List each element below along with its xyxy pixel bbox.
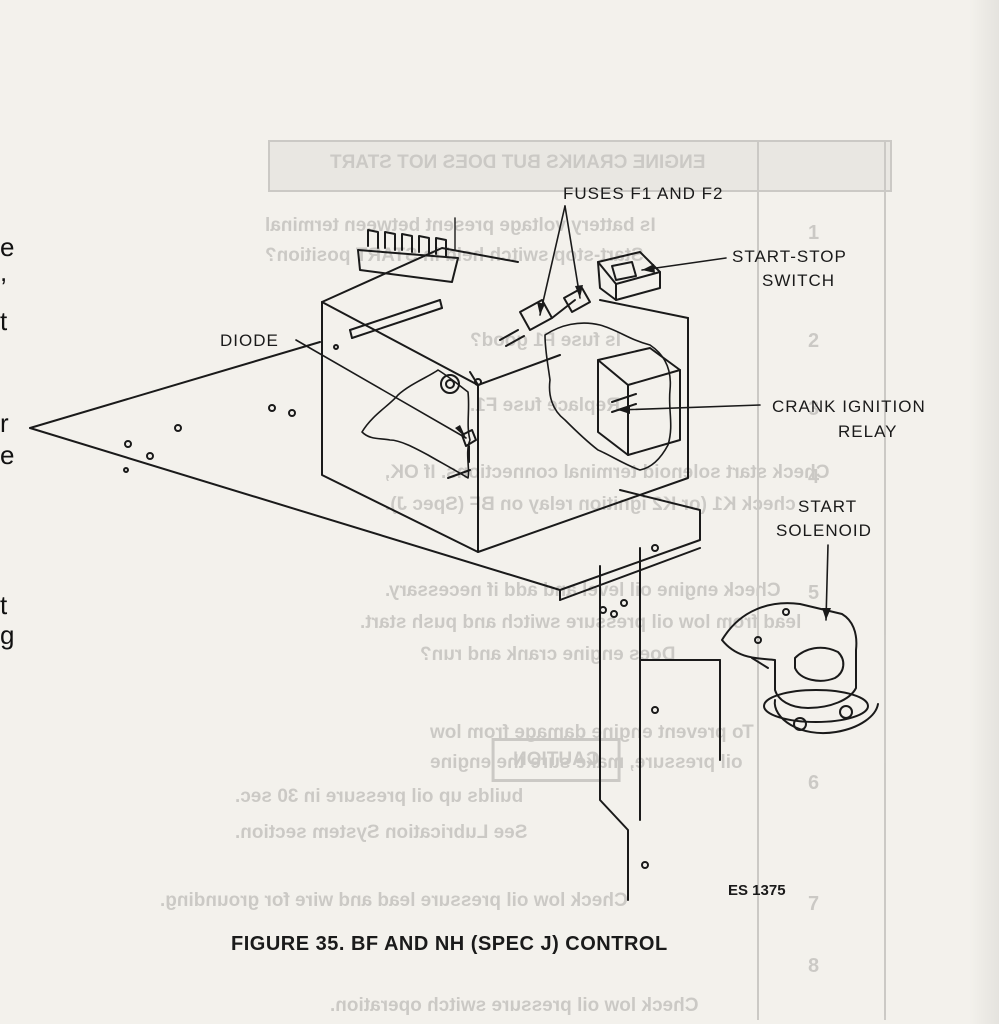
cutaway-outline — [361, 322, 672, 479]
start-solenoid-label-line2: SOLENOID — [776, 521, 872, 540]
fuses-label: FUSES F1 AND F2 — [563, 184, 724, 203]
left-margin-fragment: e — [0, 440, 15, 470]
crank-ignition-relay-label-line2: RELAY — [838, 422, 898, 441]
diode-label: DIODE — [220, 331, 279, 350]
left-margin-fragment: g — [0, 620, 15, 650]
left-margin-fragment: t — [0, 306, 8, 336]
crank-ignition-relay-label-line1: CRANK IGNITION — [772, 397, 926, 416]
fuses-f1-f2 — [499, 287, 591, 347]
figure-caption: FIGURE 35. BF AND NH (SPEC J) CONTROL — [231, 933, 668, 955]
control-box — [321, 247, 689, 553]
crank-ignition-relay — [597, 347, 681, 456]
start-solenoid — [721, 602, 879, 735]
start-stop-switch-label-line2: SWITCH — [762, 271, 836, 290]
leader-lines — [295, 205, 829, 621]
diode — [461, 429, 477, 463]
left-margin-fragment: e — [0, 232, 15, 262]
mounting-plate — [29, 341, 721, 901]
figure-id: ES 1375 — [728, 882, 786, 899]
left-margin-fragment: r — [0, 408, 9, 438]
start-solenoid-label-line1: START — [798, 497, 858, 516]
leader-arrowheads — [455, 264, 831, 620]
start-stop-switch-label-line1: START-STOP — [732, 247, 847, 266]
page-edge-shadow — [969, 0, 999, 1024]
terminal-block — [357, 217, 459, 283]
left-margin-fragment: , — [0, 257, 8, 287]
left-margin-fragment: t — [0, 590, 8, 620]
start-stop-switch — [597, 251, 661, 301]
